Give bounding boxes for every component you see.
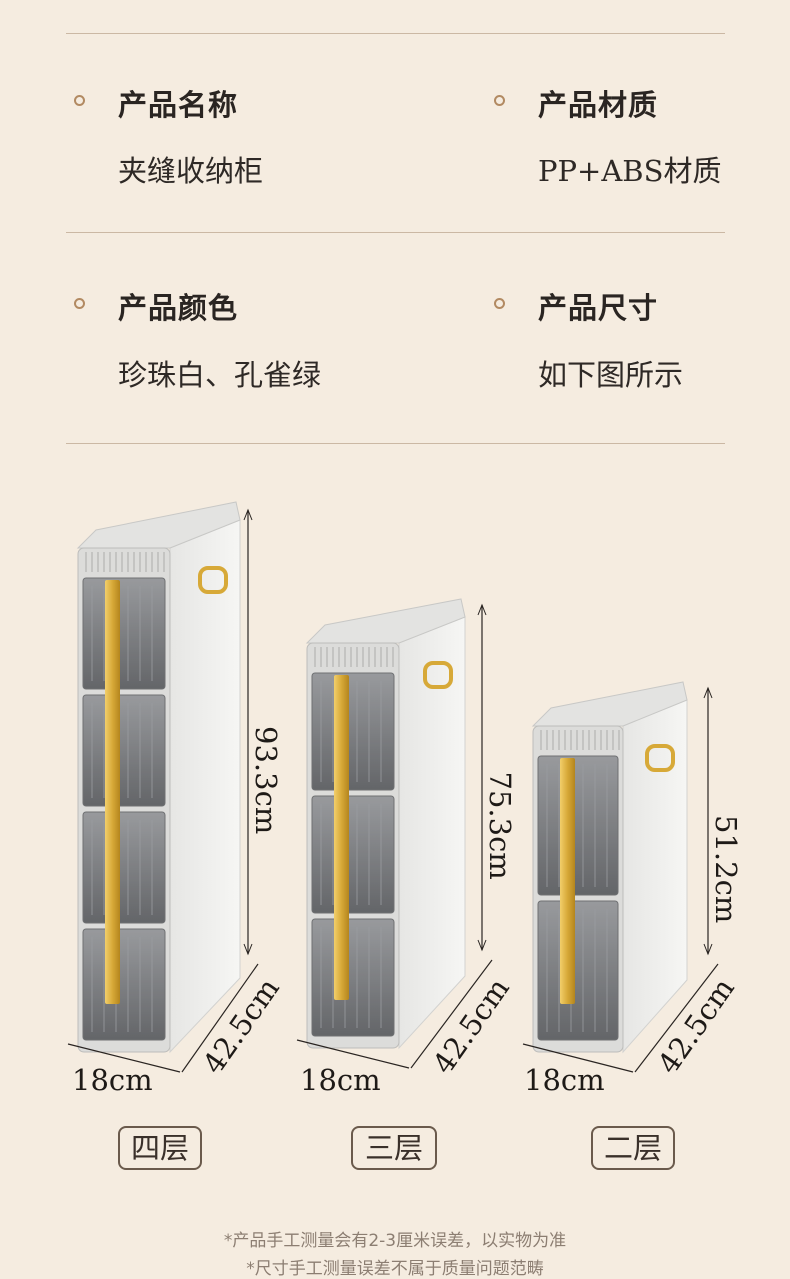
drawer <box>537 755 619 896</box>
width-line <box>522 1043 634 1073</box>
cabinet-side-panel <box>169 519 241 1054</box>
spec-value: PP+ABS材质 <box>538 154 722 188</box>
width-label: 18cm <box>300 1063 381 1097</box>
width-label: 18cm <box>72 1063 153 1097</box>
height-label: 75.3cm <box>483 772 517 880</box>
height-label: 51.2cm <box>709 815 743 923</box>
width-label: 18cm <box>524 1063 605 1097</box>
arrow-icon <box>243 943 253 956</box>
width-line <box>296 1039 410 1069</box>
divider-bottom <box>66 443 725 444</box>
depth-line <box>410 959 493 1069</box>
cabinet-3 <box>531 681 688 1054</box>
divider-top <box>66 33 725 34</box>
spec-value: 珍珠白、孔雀绿 <box>118 358 322 392</box>
spec-label: 产品名称 <box>118 88 239 122</box>
cabinet-1 <box>76 501 241 1054</box>
spec-label: 产品尺寸 <box>538 291 659 325</box>
side-grip-handle <box>645 744 675 772</box>
arrow-icon <box>703 943 713 956</box>
side-grip-handle <box>198 566 228 594</box>
divider-middle <box>66 232 725 233</box>
arrow-icon <box>477 603 487 616</box>
bullet-icon <box>494 95 505 106</box>
bullet-icon <box>74 298 85 309</box>
note-measurement-error: *产品手工测量会有2-3厘米误差，以实物为准 <box>223 1231 567 1251</box>
arrow-icon <box>477 939 487 952</box>
height-label: 93.3cm <box>249 726 283 834</box>
cabinet-side-panel <box>622 699 688 1054</box>
tier-badge-three: 三层 <box>351 1126 437 1170</box>
note-not-quality-issue: *尺寸手工测量误差不属于质量问题范畴 <box>246 1259 544 1279</box>
cabinet-side-panel <box>398 616 466 1050</box>
side-grip-handle <box>423 661 453 689</box>
depth-line <box>634 963 719 1073</box>
bullet-icon <box>74 95 85 106</box>
cabinet-2 <box>305 598 466 1050</box>
arrow-icon <box>703 686 713 699</box>
gold-handle-bar <box>560 758 575 1004</box>
arrow-icon <box>243 508 253 521</box>
spec-value: 夹缝收纳柜 <box>118 154 264 188</box>
tier-badge-four: 四层 <box>118 1126 202 1170</box>
bullet-icon <box>494 298 505 309</box>
gold-handle-bar <box>105 580 120 1004</box>
spec-label: 产品材质 <box>538 88 659 122</box>
drawer <box>537 900 619 1041</box>
spec-value: 如下图所示 <box>538 358 684 392</box>
width-line <box>67 1043 181 1073</box>
tier-badge-two: 二层 <box>591 1126 675 1170</box>
depth-line <box>181 963 259 1073</box>
spec-label: 产品颜色 <box>118 291 239 325</box>
gold-handle-bar <box>334 675 349 1000</box>
